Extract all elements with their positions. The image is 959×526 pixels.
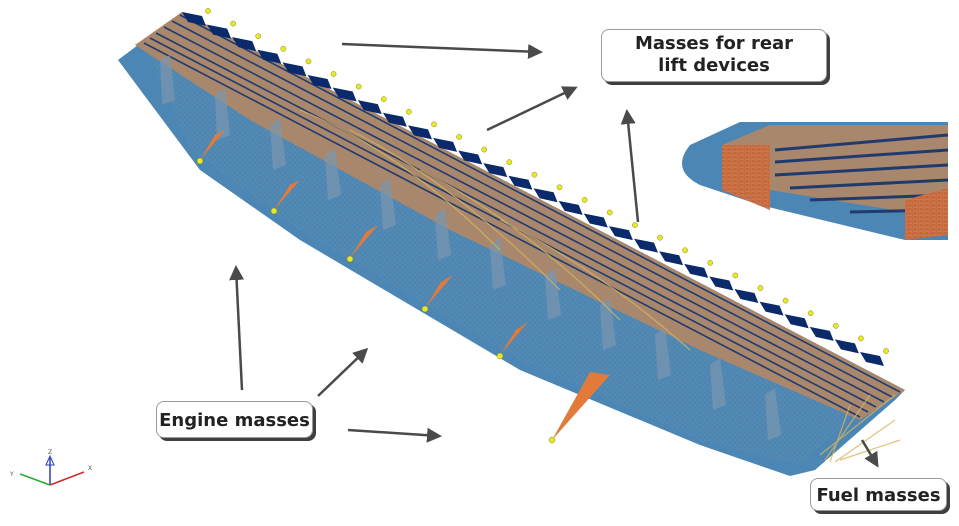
engine-mass-nodes <box>196 157 556 444</box>
axis-y-label: Y <box>9 471 14 478</box>
rear-lift-mass-node <box>380 96 387 102</box>
arrow-engine-right <box>347 427 442 443</box>
rear-lift-device <box>583 213 608 228</box>
rear-lift-device <box>232 37 257 52</box>
rear-lift-mass-node <box>506 159 513 165</box>
rear-lift-device <box>382 112 407 127</box>
rear-lift-mass-node <box>205 8 211 14</box>
wing-top-skin <box>135 12 905 420</box>
rear-lift-device <box>408 125 432 140</box>
rear-lift-mass-node <box>280 45 287 52</box>
rear-lift-device <box>357 100 382 115</box>
rear-lift-device <box>282 62 307 77</box>
rear-lift-masses-callout: Masses for rear lift devices <box>601 29 827 82</box>
rear-lift-device <box>307 74 332 89</box>
fuel-mass-beams <box>299 109 901 463</box>
rear-lift-device <box>784 314 809 329</box>
rear-lift-label-line2: lift devices <box>658 54 770 76</box>
callout-arrows <box>229 42 879 468</box>
arrow-fuel <box>860 439 879 468</box>
rear-lift-device <box>809 326 834 341</box>
rear-lift-mass-node <box>431 121 437 128</box>
rear-lift-device <box>508 175 533 190</box>
rear-lift-device <box>734 289 759 304</box>
rear-lift-device <box>860 352 884 366</box>
rear-lift-device <box>483 163 508 178</box>
rear-lift-device <box>608 226 633 241</box>
rear-lift-device <box>207 24 232 39</box>
rear-lift-mass-node <box>707 260 714 266</box>
rear-lift-device <box>332 87 357 102</box>
engine-masses-callout: Engine masses <box>156 401 313 438</box>
rear-lift-mass-node <box>832 322 839 329</box>
rear-lift-device <box>759 301 784 316</box>
arrow-rear-right <box>620 109 640 223</box>
rear-lift-device <box>558 200 583 215</box>
rear-lift-device <box>834 339 859 354</box>
rear-lift-mass-node <box>858 335 864 342</box>
axis-x-label: X <box>88 465 92 472</box>
rear-lift-mass-node <box>556 184 563 191</box>
rear-lift-mass-node <box>657 234 663 241</box>
arrow-engine-up <box>229 265 245 391</box>
rear-lift-mass-node <box>330 71 337 77</box>
rear-lift-mass-node <box>406 108 412 115</box>
rear-lift-mass-node <box>305 58 312 65</box>
rear-lift-mass-node <box>757 285 764 291</box>
rear-lift-mass-nodes <box>205 8 889 354</box>
rear-lift-mass-node <box>782 297 789 304</box>
rear-lift-mass-node <box>807 310 814 317</box>
rear-lift-mass-node <box>531 171 538 178</box>
rear-lift-device <box>533 188 558 203</box>
rear-lift-label-line1: Masses for rear <box>634 33 794 54</box>
rear-lift-mass-node <box>255 33 262 40</box>
rear-lift-devices <box>182 12 884 366</box>
coordinate-triad: Z Y X <box>9 449 92 486</box>
rear-lift-device <box>433 137 458 152</box>
rear-lift-mass-node <box>883 348 889 354</box>
arrow-engine-diag <box>317 347 369 397</box>
stringers <box>143 14 901 418</box>
arrow-rear-mid <box>486 86 578 132</box>
rear-lift-mass-node <box>732 272 739 279</box>
rear-lift-mass-node <box>682 247 688 254</box>
axis-z-label: Z <box>48 449 52 456</box>
engine-pylons <box>200 130 610 440</box>
rear-lift-mass-node <box>481 146 488 153</box>
wing-section-inset <box>682 122 949 240</box>
rear-lift-mass-node <box>355 83 362 90</box>
rear-lift-mass-node <box>632 222 638 228</box>
rear-lift-device <box>709 276 734 291</box>
rear-lift-device <box>182 12 206 26</box>
rear-lift-device <box>684 263 709 278</box>
rear-lift-device <box>458 150 483 165</box>
rear-lift-device <box>634 238 658 253</box>
arrow-rear-top <box>341 42 543 60</box>
rear-lift-mass-node <box>230 20 236 27</box>
rear-lift-device <box>659 251 684 266</box>
rear-lift-mass-node <box>606 209 613 216</box>
rear-lift-mass-node <box>456 134 462 140</box>
ribs <box>160 55 781 440</box>
rear-lift-mass-node <box>581 197 588 203</box>
fuel-masses-callout: Fuel masses <box>810 478 947 511</box>
rear-lift-device <box>257 49 282 64</box>
